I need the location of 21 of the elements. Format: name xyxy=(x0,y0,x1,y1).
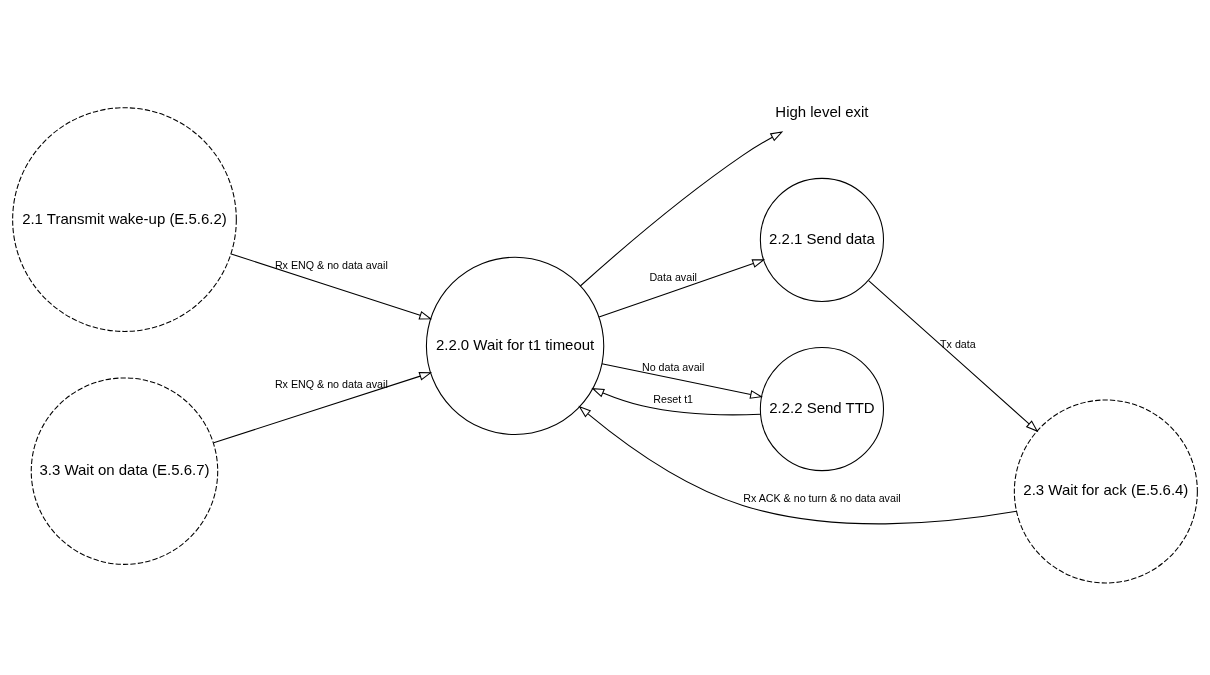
edge-label: Data avail xyxy=(649,270,697,283)
arrow xyxy=(601,362,763,399)
arrow xyxy=(578,405,1018,524)
node-circle: 2.2.2 Send TTD xyxy=(759,346,885,471)
arrow xyxy=(213,371,433,443)
node-circle: 2.1 Transmit wake-up (E.5.6.2) xyxy=(12,106,237,332)
edge-label: Rx ENQ & no data avail xyxy=(274,377,388,390)
arrow xyxy=(230,252,433,320)
arrow xyxy=(579,130,784,287)
edge-label: Rx ACK & no turn & no data avail xyxy=(743,491,901,504)
arrow xyxy=(591,387,762,415)
node-circle: 3.3 Wait on data (E.5.6.7) xyxy=(30,376,219,565)
edge-label: Reset t1 xyxy=(653,392,694,405)
node-text: High level exit xyxy=(775,102,869,120)
node-circle: 2.3 Wait for ack (E.5.6.4) xyxy=(1013,398,1198,583)
edge-label: Tx data xyxy=(940,337,976,350)
arrow xyxy=(598,258,766,318)
arrow xyxy=(868,279,1039,432)
edge-label: Rx ENQ & no data avail xyxy=(274,258,388,271)
node-circle: 2.2.1 Send data xyxy=(759,177,885,302)
edge-label: No data avail xyxy=(641,360,705,373)
